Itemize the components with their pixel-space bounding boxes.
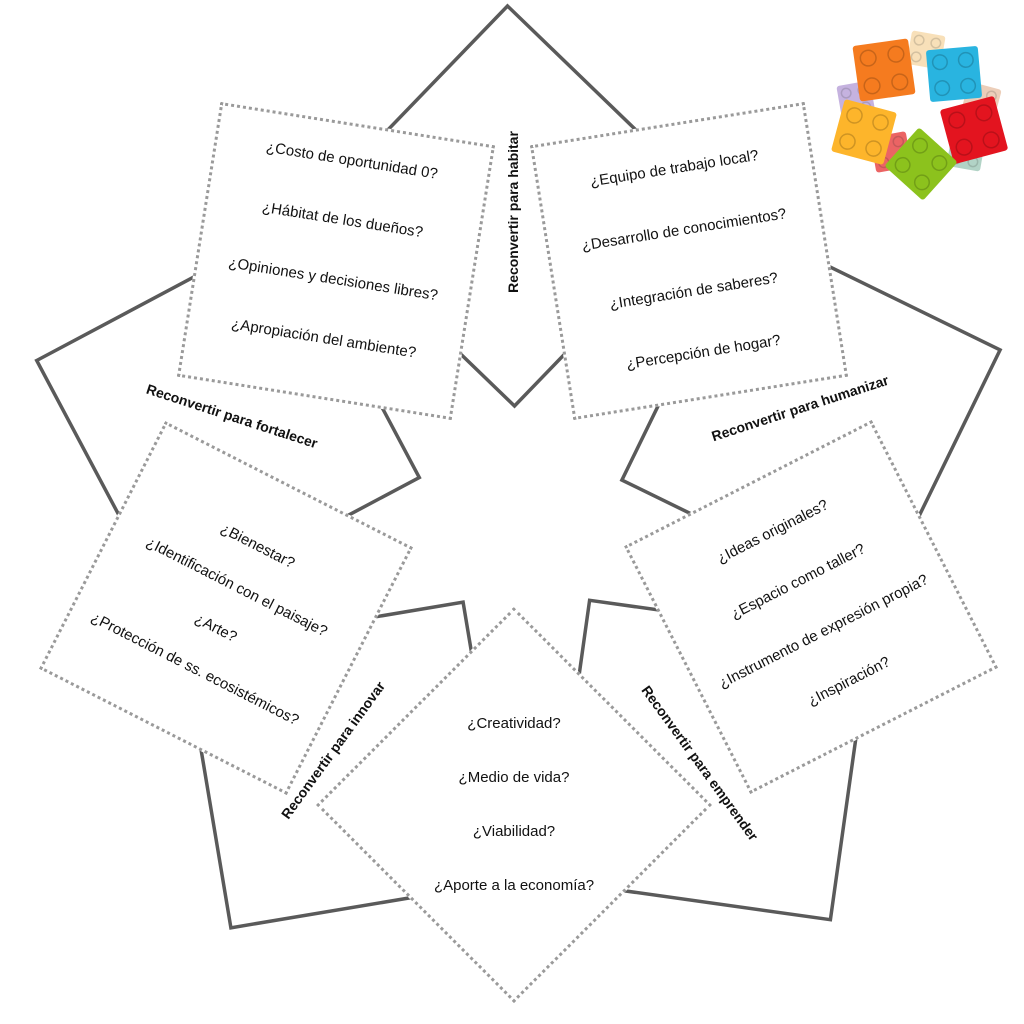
lego-brick-icon	[940, 96, 1008, 164]
question-box-top-left: ¿Costo de oportunidad 0? ¿Hábitat de los…	[176, 101, 496, 421]
question: ¿Viabilidad?	[472, 823, 556, 840]
question: ¿Hábitat de los dueños?	[260, 198, 425, 242]
question: ¿Ideas originales?	[714, 496, 832, 568]
label-habitar: Reconvertir para habitar	[505, 131, 521, 293]
question: ¿Identificación con el paisaje?	[143, 533, 331, 641]
lego-brick-icon	[885, 128, 957, 200]
lego-brick-icon	[926, 46, 982, 102]
question: ¿Arte?	[191, 610, 240, 646]
question: ¿Equipo de trabajo local?	[589, 146, 760, 191]
question-list-bottom: ¿Creatividad? ¿Medio de vida? ¿Viabilida…	[364, 690, 664, 920]
question: ¿Apropiación del ambiente?	[230, 315, 418, 362]
question: ¿Costo de oportunidad 0?	[264, 138, 439, 183]
question: ¿Desarrollo de conocimientos?	[580, 205, 788, 255]
question: ¿Percepción de hogar?	[625, 331, 782, 373]
lego-brick-icon	[831, 99, 897, 165]
question: ¿Opiniones y decisiones libres?	[227, 254, 440, 305]
question: ¿Bienestar?	[217, 520, 298, 573]
question: ¿Instrumento de expresión propia?	[715, 571, 931, 692]
lego-brick-icon	[852, 38, 916, 102]
question: ¿Integración de saberes?	[608, 269, 780, 313]
question: ¿Inspiración?	[804, 653, 893, 710]
lego-bricks-ring-icon	[831, 30, 1008, 200]
question-box-top-right: ¿Equipo de trabajo local? ¿Desarrollo de…	[529, 101, 849, 421]
question: ¿Aporte a la economía?	[433, 877, 595, 894]
question: ¿Creatividad?	[467, 715, 561, 732]
question: ¿Medio de vida?	[458, 769, 570, 786]
